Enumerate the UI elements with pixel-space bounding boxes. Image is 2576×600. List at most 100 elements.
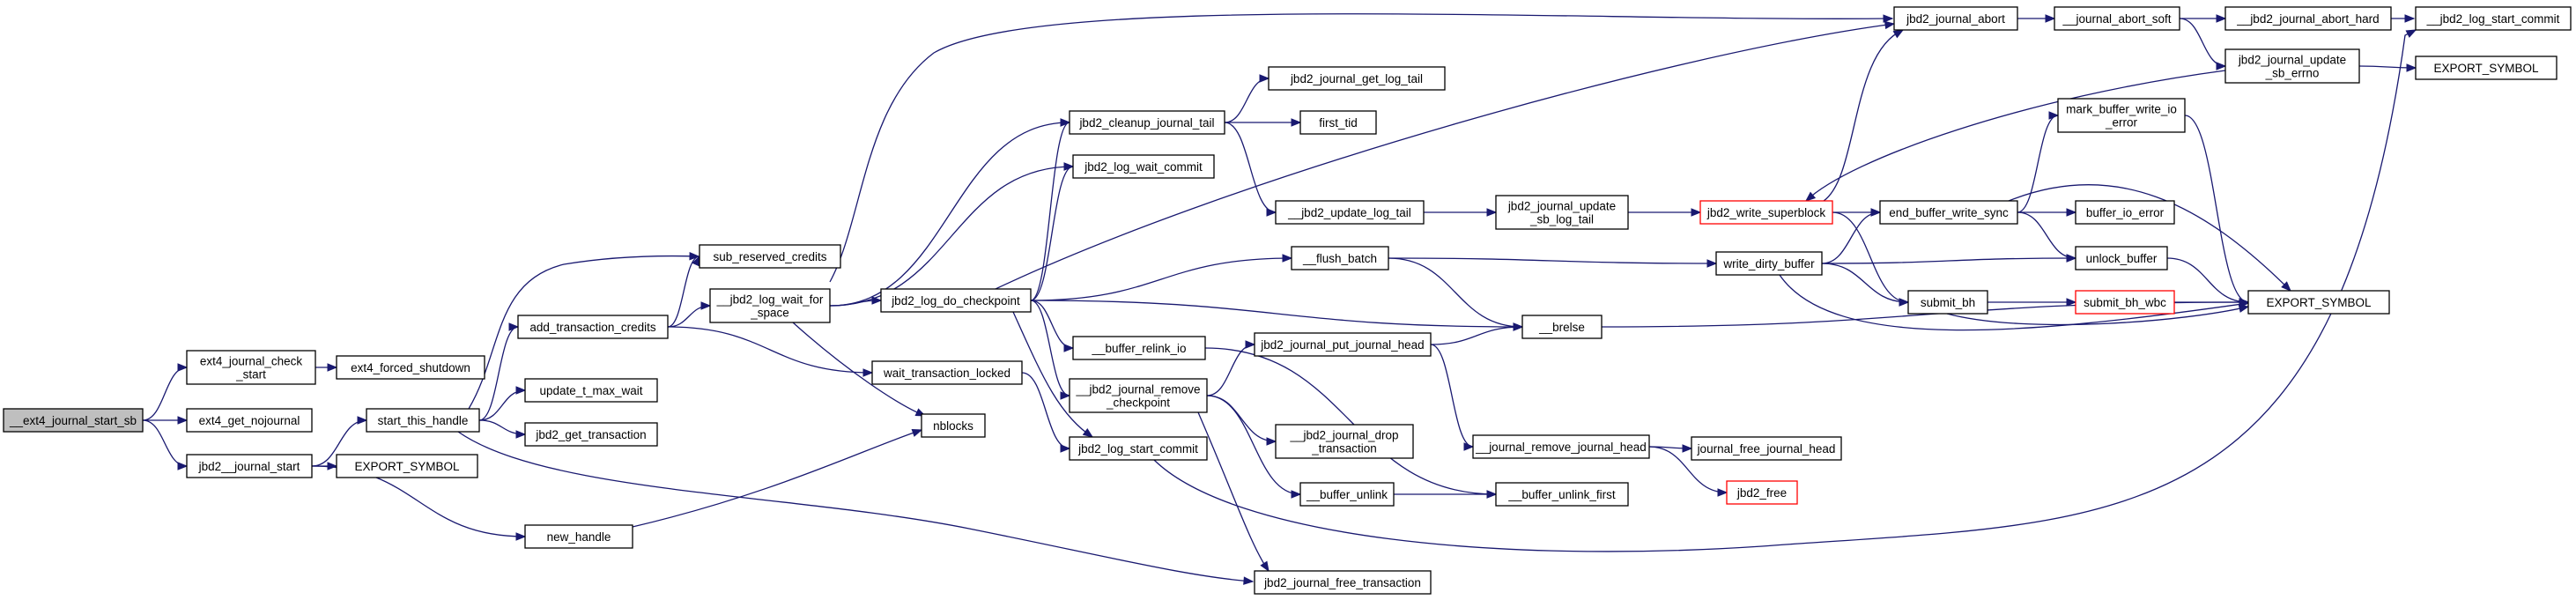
edge-put_head-to-remove_head: [1430, 344, 1475, 451]
edge-end_buf_sync-to-unlock_buffer: [2017, 211, 2077, 263]
graph-node-export2[interactable]: EXPORT_SYMBOL: [2415, 56, 2557, 80]
edge-arrowhead: [177, 363, 189, 372]
graph-node-wait-tx-locked[interactable]: wait_transaction_locked: [871, 360, 1023, 385]
node-box: [699, 244, 841, 269]
graph-node-root[interactable]: __ext4_journal_start_sb: [3, 408, 144, 433]
graph-node-update-log-tail[interactable]: __jbd2_update_log_tail: [1275, 200, 1425, 225]
graph-node-abort-hard[interactable]: __jbd2_journal_abort_hard: [2224, 6, 2392, 31]
edge-arrowhead: [2405, 29, 2417, 38]
edge-line: [478, 326, 519, 421]
edge-update_sb_errno-to-export2: [2358, 63, 2417, 72]
graph-node-new-handle[interactable]: new_handle: [524, 524, 633, 549]
edge-line: [1206, 395, 1301, 495]
edge-arrowhead: [1804, 191, 1817, 202]
node-label: jbd2_journal_free_transaction: [1263, 576, 1421, 589]
graph-node-put-head[interactable]: jbd2_journal_put_journal_head: [1254, 332, 1432, 357]
graph-node-log-wait-space[interactable]: __jbd2_log_wait_for_space: [709, 288, 831, 323]
graph-node-abort-soft[interactable]: __journal_abort_soft: [2054, 6, 2180, 31]
node-box: [2054, 6, 2180, 31]
graph-node-unlock-buffer[interactable]: unlock_buffer: [2075, 246, 2168, 270]
node-label: submit_bh: [1921, 296, 1975, 309]
edge-abort_soft-to-abort_hard: [2180, 14, 2227, 23]
graph-node-export1[interactable]: EXPORT_SYMBOL: [336, 454, 478, 478]
node-box: [1495, 482, 1629, 507]
graph-node-update-t-max[interactable]: update_t_max_wait: [524, 378, 658, 403]
graph-node-brelse[interactable]: __brelse: [1521, 315, 1603, 339]
graph-node-ext4-check[interactable]: ext4_journal_check_start: [186, 350, 316, 385]
graph-node-add-tx-credits[interactable]: add_transaction_credits: [517, 315, 669, 339]
graph-node-jbd2-free[interactable]: jbd2_free: [1726, 480, 1798, 505]
graph-node-ext4-forced[interactable]: ext4_forced_shutdown: [336, 355, 485, 380]
graph-node-write-sb[interactable]: jbd2_write_superblock: [1699, 200, 1833, 225]
edge-arrowhead: [1060, 118, 1071, 127]
graph-node-do-checkpoint[interactable]: jbd2_log_do_checkpoint: [880, 288, 1032, 313]
edge-arrowhead: [1870, 208, 1882, 217]
graph-node-jbd2--start[interactable]: jbd2__journal_start: [186, 454, 313, 478]
node-box: [1072, 336, 1206, 360]
node-label: jbd2_cleanup_journal_tail: [1078, 116, 1214, 130]
node-box: [2075, 246, 2168, 270]
graph-node-get-log-tail[interactable]: jbd2_journal_get_log_tail: [1268, 66, 1446, 91]
node-label: __journal_abort_soft: [2062, 12, 2171, 26]
edge-line: [1206, 344, 1255, 396]
graph-node-update-sb-errno[interactable]: jbd2_journal_update_sb_errno: [2224, 48, 2360, 84]
graph-node-sub-reserved[interactable]: sub_reserved_credits: [699, 244, 841, 269]
edge-do_checkpoint-to-buf_relink: [1030, 300, 1075, 352]
edge-do_checkpoint-to-log_start_commit: [1012, 311, 1094, 438]
edge-arrowhead: [1717, 488, 1728, 497]
graph-node-buffer-unlink-first[interactable]: __buffer_unlink_first: [1495, 482, 1629, 507]
graph-node-buffer-unlink[interactable]: __buffer_unlink: [1299, 482, 1395, 507]
graph-node-end-buf-sync[interactable]: end_buffer_write_sync: [1879, 200, 2018, 225]
graph-node-journal-abort[interactable]: jbd2_journal_abort: [1893, 6, 2018, 31]
node-label: ext4_journal_check: [200, 355, 303, 368]
graph-node-free-journal-head[interactable]: journal_free_journal_head: [1691, 436, 1842, 461]
graph-node-mark-buf-io-err[interactable]: mark_buffer_write_io_error: [2057, 98, 2186, 133]
graph-node-remove-head[interactable]: __journal_remove_journal_head: [1472, 434, 1650, 459]
edge-line: [667, 326, 873, 374]
node-label: __jbd2_journal_abort_hard: [2236, 12, 2379, 26]
node-box: [1521, 315, 1603, 339]
edge-arrowhead: [1282, 254, 1293, 263]
graph-node-ext4-getnoj[interactable]: ext4_get_nojournal: [186, 408, 313, 433]
node-box: [709, 288, 831, 323]
edge-arrowhead: [1063, 162, 1075, 171]
node-label: jbd2_log_do_checkpoint: [891, 294, 1020, 307]
graph-node-write-dirty[interactable]: write_dirty_buffer: [1715, 251, 1823, 276]
node-box: [1715, 251, 1823, 276]
graph-node-flush-batch[interactable]: __flush_batch: [1291, 246, 1389, 270]
graph-node-submit-bh[interactable]: submit_bh: [1907, 290, 1988, 315]
graph-node-export3[interactable]: EXPORT_SYMBOL: [2247, 290, 2390, 315]
edge-remove_cp-to-free_tx: [1197, 411, 1269, 573]
graph-node-log-wait-commit[interactable]: jbd2_log_wait_commit: [1072, 154, 1215, 179]
edge-flush_batch-to-write_dirty: [1388, 257, 1718, 268]
node-label: EXPORT_SYMBOL: [2433, 62, 2539, 75]
graph-node-free-tx[interactable]: jbd2_journal_free_transaction: [1254, 570, 1432, 595]
edge-write_sb-to-submit_bh: [1832, 211, 1910, 307]
graph-node-drop-tx[interactable]: __jbd2_journal_drop_transaction: [1275, 424, 1414, 459]
graph-node-log-start-commit[interactable]: jbd2_log_start_commit: [1069, 436, 1208, 461]
edge-line: [667, 256, 700, 328]
graph-node-update-sb-tail[interactable]: jbd2_journal_update_sb_log_tail: [1495, 195, 1629, 230]
graph-node-remove-cp[interactable]: __jbd2_journal_remove_checkpoint: [1069, 378, 1208, 413]
edge-arrowhead: [515, 386, 527, 395]
graph-node-log-start-commit2[interactable]: __jbd2_log_start_commit: [2415, 6, 2572, 31]
edge-submit_bh-to-export3: [1946, 304, 2250, 326]
node-box: [2415, 56, 2557, 80]
edge-arrowhead: [689, 252, 700, 261]
edge-arrowhead: [1082, 427, 1094, 438]
graph-node-buf-relink[interactable]: __buffer_relink_io: [1072, 336, 1206, 360]
graph-node-buffer-io-error[interactable]: buffer_io_error: [2075, 200, 2175, 225]
graph-node-start-handle[interactable]: start_this_handle: [366, 408, 480, 433]
node-label: EXPORT_SYMBOL: [354, 460, 460, 473]
edge-arrowhead: [2066, 298, 2077, 307]
graph-node-cleanup-tail[interactable]: jbd2_cleanup_journal_tail: [1069, 110, 1225, 135]
graph-node-nblocks[interactable]: nblocks: [921, 413, 986, 438]
graph-node-first-tid[interactable]: first_tid: [1299, 110, 1377, 135]
graph-node-submit-bh-wbc[interactable]: submit_bh_wbc: [2075, 290, 2175, 315]
edge-arrowhead: [177, 462, 189, 470]
node-label: add_transaction_credits: [529, 321, 656, 334]
graph-node-get-tx[interactable]: jbd2_get_transaction: [524, 422, 658, 447]
edge-line: [468, 255, 700, 410]
edge-arrowhead: [1291, 118, 1302, 127]
edge-line: [1030, 257, 1292, 301]
